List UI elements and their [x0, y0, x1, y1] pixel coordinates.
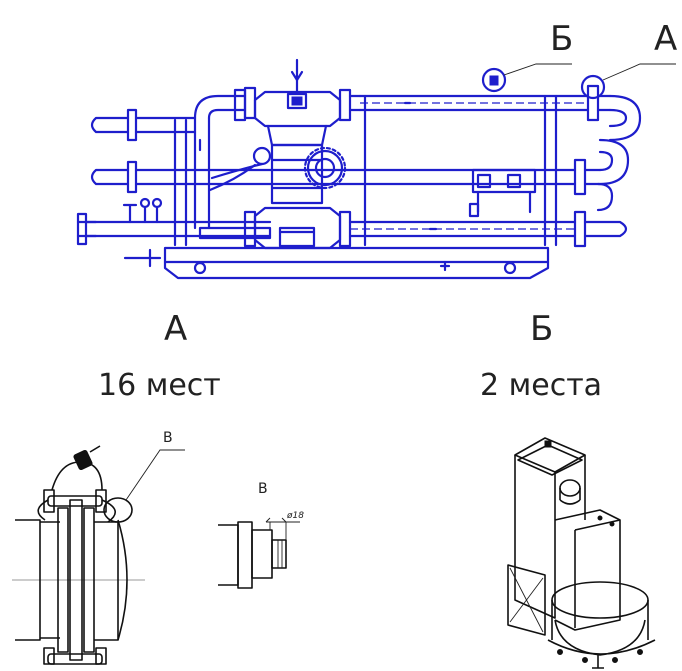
- gauges: [122, 197, 163, 268]
- view-b-count: 2 места: [480, 368, 602, 403]
- bottom-pipe: [76, 210, 628, 248]
- callout-b-marker: [481, 67, 507, 93]
- view-a-letter: А: [164, 309, 187, 349]
- leader-lines: [503, 63, 676, 81]
- dimension-label: ø18: [286, 511, 304, 521]
- view-a-count: 16 мест: [98, 368, 221, 403]
- callout-b-letter: Б: [550, 19, 573, 59]
- middle-pipe: [90, 158, 602, 196]
- detail-v-bolt: [218, 517, 300, 589]
- regulator-valve: [208, 58, 362, 250]
- skid-frame: [163, 226, 550, 280]
- detail-v-leader-letter: В: [163, 430, 173, 446]
- detail-a-flange: [12, 445, 185, 665]
- view-b-letter: Б: [530, 309, 553, 349]
- frame: [173, 94, 558, 247]
- detail-v-title: В: [258, 481, 268, 497]
- return-bends: [580, 74, 642, 212]
- filter-block: [468, 168, 537, 218]
- detail-b-actuator: [507, 437, 656, 669]
- top-pipe: [90, 84, 612, 142]
- callout-a-letter: А: [654, 19, 677, 59]
- gas-regulator-assembly: [76, 58, 642, 280]
